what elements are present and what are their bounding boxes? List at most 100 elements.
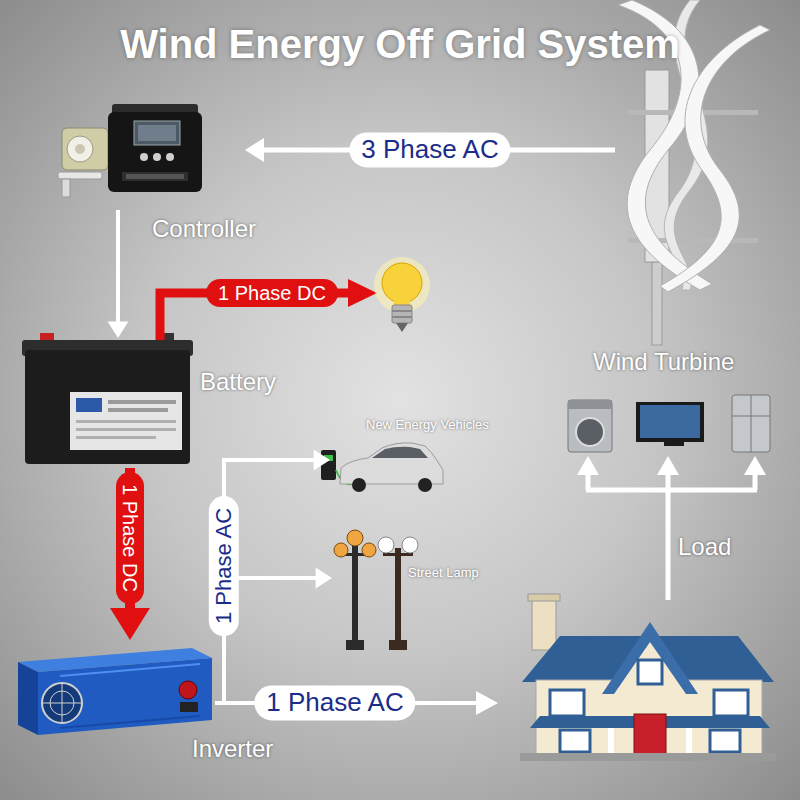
arrow-head [245, 138, 264, 162]
component-label: Street Lamp [408, 566, 479, 581]
inverter-illustration [38, 658, 212, 735]
connector-line [125, 468, 135, 618]
load-label: Load [678, 533, 731, 561]
light-bulb-illustration [392, 305, 412, 323]
electric-car-illustration [418, 478, 432, 492]
inverter-illustration [180, 702, 198, 712]
controller-illustration [166, 153, 174, 161]
street-lamp-illustration [352, 545, 358, 647]
controller-illustration [75, 144, 85, 154]
wind-turbine-illustration [660, 25, 770, 292]
power-connector [108, 210, 129, 338]
battery-illustration [108, 408, 168, 412]
battery-illustration [22, 333, 193, 464]
ac-wire-to-house [224, 701, 478, 705]
component-node: Battery [20, 338, 195, 468]
inverter-illustration [179, 681, 197, 699]
street-lamp-illustration [383, 553, 413, 556]
house-illustration [532, 598, 556, 650]
controller-illustration [62, 179, 70, 197]
ac-wire-to-house [224, 691, 498, 715]
inverter-illustration [60, 716, 200, 728]
house-illustration [520, 753, 776, 761]
house-illustration [686, 728, 692, 754]
battery-illustration [108, 400, 176, 404]
controller-illustration [126, 174, 184, 179]
appliances-illustration [664, 442, 684, 446]
power-connector [110, 468, 150, 640]
battery-illustration [25, 350, 190, 464]
connector-line [258, 148, 615, 153]
street-lamp-illustration [346, 640, 364, 650]
house-illustration [608, 728, 614, 754]
appliances-illustration [568, 395, 770, 452]
component-node: New Energy Vehicles [330, 440, 445, 492]
street-lamp-illustration [334, 543, 348, 557]
load-wires [666, 488, 671, 600]
controller-illustration [108, 112, 202, 192]
controller-illustration [138, 125, 176, 141]
component-label: Inverter [192, 735, 273, 763]
appliances-illustration [568, 400, 612, 452]
inverter-illustration [42, 683, 82, 723]
electric-car-illustration [321, 450, 336, 480]
street-lamp-illustration [395, 548, 401, 647]
power-connector [215, 568, 332, 703]
load-wires [586, 488, 757, 493]
component-label: New Energy Vehicles [366, 418, 489, 433]
battery-illustration [40, 333, 54, 341]
electric-car-illustration [352, 478, 366, 492]
appliances-illustration [732, 416, 770, 417]
component-node: Wind Turbine [615, 5, 775, 335]
connector-line [215, 460, 319, 703]
electric-car-illustration [340, 443, 443, 484]
controller-illustration [67, 136, 93, 162]
controller-illustration [58, 104, 202, 197]
arrow-head [108, 322, 129, 338]
appliances-illustration [751, 395, 752, 452]
appliances-illustration [636, 402, 704, 442]
wire-label: 1 Phase AC [254, 685, 415, 720]
controller-illustration [134, 121, 180, 145]
wind-turbine-illustration [618, 0, 770, 345]
power-connector [215, 450, 330, 703]
light-bulb-illustration [382, 263, 422, 303]
appliances-illustration [732, 395, 770, 452]
controller-illustration [62, 128, 108, 170]
dc-wire-to-bulb [348, 279, 377, 307]
controller-illustration [58, 172, 102, 179]
load-wires [577, 456, 766, 600]
street-lamp-illustration [389, 640, 407, 650]
light-bulb-illustration [374, 257, 430, 332]
dc-wire-to-bulb [160, 279, 377, 340]
house-illustration [714, 690, 748, 716]
inverter-illustration [60, 664, 200, 676]
power-connector [245, 138, 615, 162]
arrow-head [314, 450, 330, 471]
electric-car-illustration [321, 443, 443, 492]
inverter-illustration [18, 662, 38, 735]
house-illustration [638, 660, 662, 684]
electric-car-illustration [372, 447, 428, 458]
inverter-illustration [18, 648, 212, 735]
load-wires [577, 456, 599, 475]
appliances-illustration [576, 418, 604, 446]
light-bulb-illustration [392, 316, 412, 318]
street-lamp-illustration [334, 530, 418, 650]
component-node: Street Lamp [332, 528, 422, 653]
component-node: Controller [55, 105, 245, 210]
house-illustration [560, 730, 590, 752]
battery-illustration [76, 398, 102, 412]
arrow-head [316, 568, 332, 589]
controller-illustration [153, 153, 161, 161]
battery-illustration [76, 420, 176, 423]
street-lamp-illustration [402, 537, 418, 553]
edge-label: 1 Phase AC [209, 496, 239, 636]
battery-illustration [70, 392, 182, 450]
diagram-title: Wind Energy Off Grid System [0, 20, 800, 68]
component-label: Wind Turbine [593, 348, 734, 376]
